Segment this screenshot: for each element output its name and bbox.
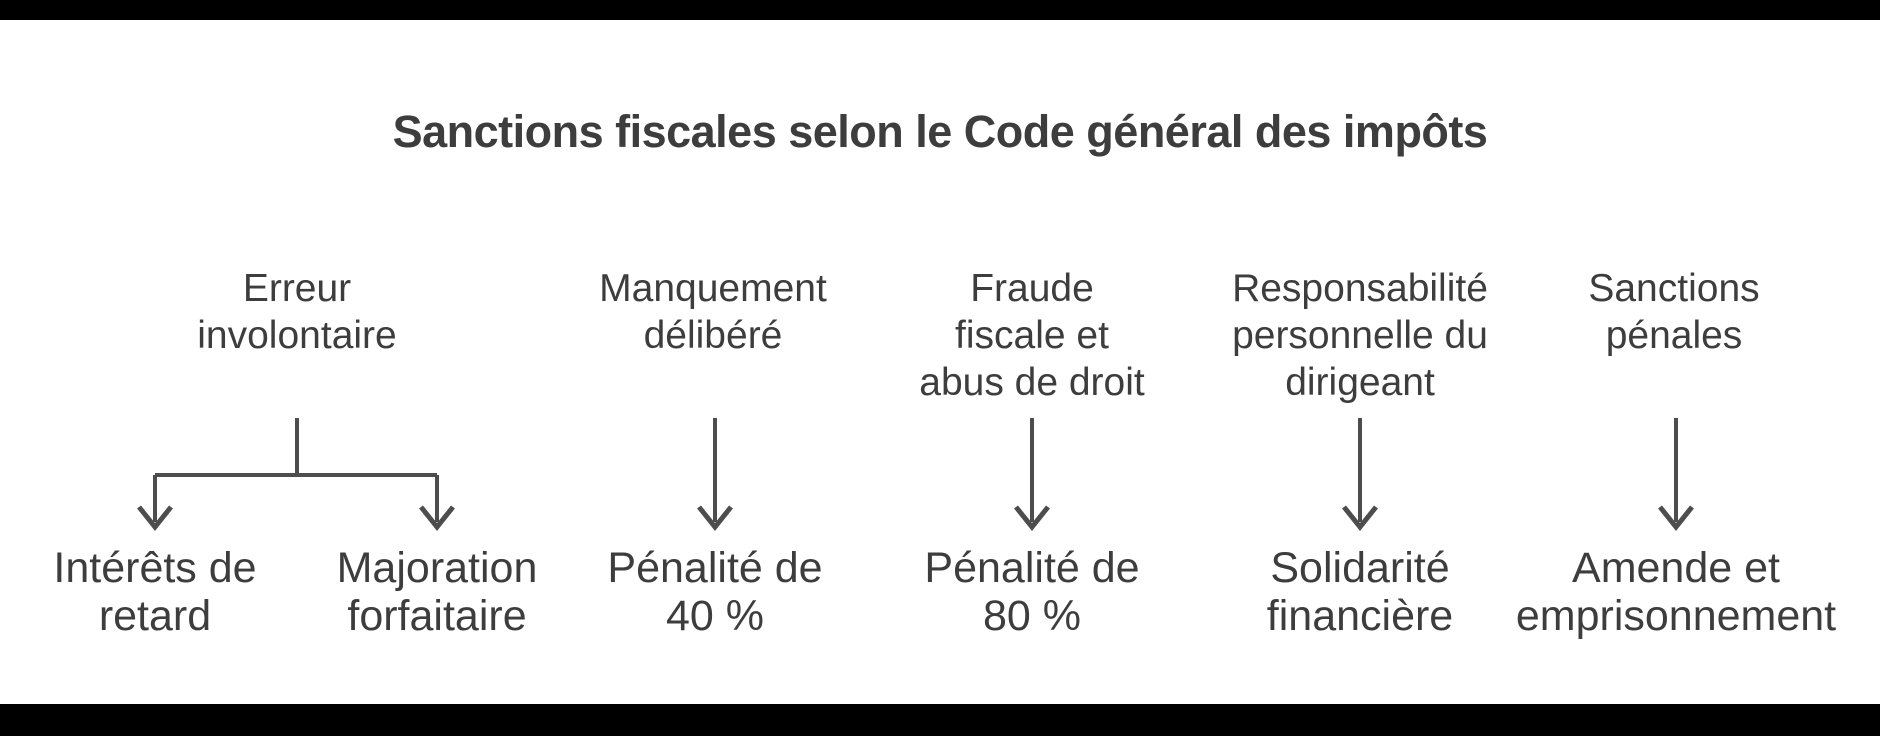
arrow-down-icon [1342, 505, 1378, 532]
arrow-down-icon [419, 505, 455, 532]
node-solidarite-financiere: Solidarité financière [1266, 544, 1454, 640]
arrow-connector-manquement [697, 418, 733, 532]
node-majoration-forfaitaire: Majoration forfaitaire [336, 544, 538, 640]
node-amende-emprisonnement: Amende et emprisonnement [1515, 544, 1837, 640]
arrow-connector-responsabilite [1342, 418, 1378, 532]
arrow-connector-sanctions [1658, 418, 1694, 532]
node-erreur-involontaire: Erreur involontaire [197, 267, 397, 357]
node-penalite-40: Pénalité de 40 % [607, 544, 823, 640]
node-sanctions-penales: Sanctions pénales [1588, 267, 1760, 357]
node-responsabilite-dirigeant: Responsabilité personnelle du dirigeant [1232, 267, 1488, 404]
arrow-down-icon [1658, 505, 1694, 532]
arrow-down-icon [1014, 505, 1050, 532]
diagram-title: Sanctions fiscales selon le Code général… [392, 106, 1488, 157]
node-fraude-fiscale: Fraude fiscale et abus de droit [919, 267, 1145, 404]
node-manquement-delibere: Manquement délibéré [599, 267, 827, 357]
arrow-connector-fraude [1014, 418, 1050, 532]
arrow-down-icon [697, 505, 733, 532]
letterbox-top-bar [0, 0, 1880, 20]
letterbox-bottom-bar [0, 704, 1880, 736]
node-penalite-80: Pénalité de 80 % [924, 544, 1140, 640]
node-interets-de-retard: Intérêts de retard [53, 544, 257, 640]
branch-connector-erreur [137, 418, 455, 532]
arrow-down-icon [137, 505, 173, 532]
